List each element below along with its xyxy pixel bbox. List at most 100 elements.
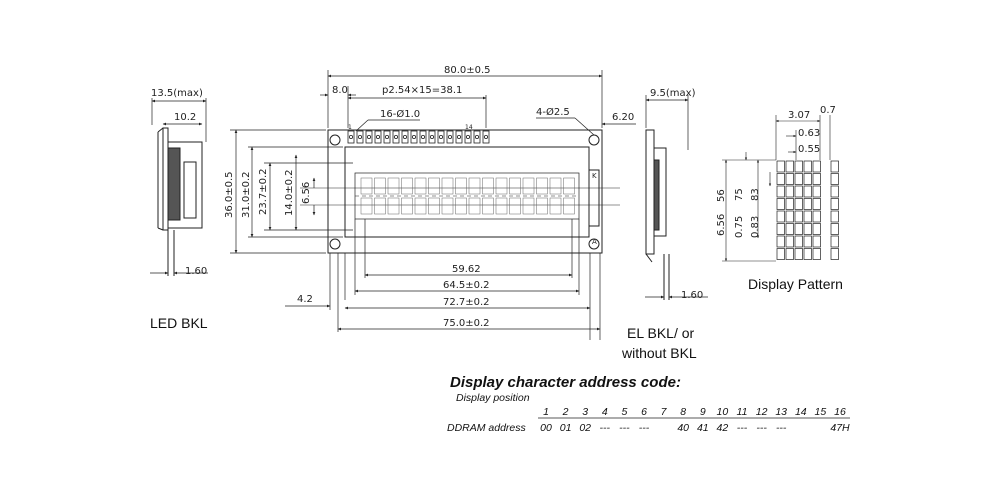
display-position-cell: 14 xyxy=(795,406,807,418)
display-position-cell: 5 xyxy=(621,406,627,418)
pattern-dot xyxy=(803,198,812,210)
right-dim-max: 9.5(max) xyxy=(650,88,696,99)
pin-first-label: 1 xyxy=(348,124,352,131)
front-dims xyxy=(230,70,636,331)
pattern-dot xyxy=(776,223,785,235)
right-dim-pin: 1.60 xyxy=(681,290,703,301)
pattern-dim-6-56: 6.56 xyxy=(716,214,727,236)
display-position-cell: 3 xyxy=(582,406,588,418)
ddram-address-cell: 02 xyxy=(579,422,591,434)
char-cell xyxy=(374,177,386,195)
pattern-dims xyxy=(722,115,831,262)
char-cell xyxy=(522,177,535,195)
pattern-dot xyxy=(803,160,812,173)
pattern-dim-0-75: 0.75 xyxy=(734,216,745,238)
ddram-address-cell: --- xyxy=(600,422,611,434)
display-position-cell: 15 xyxy=(815,406,827,418)
pattern-dot xyxy=(830,173,839,185)
address-table-title: Display character address code: xyxy=(450,374,681,391)
pattern-dot xyxy=(785,160,794,173)
display-position-label: Display position xyxy=(456,392,530,404)
pattern-dot xyxy=(812,160,821,173)
char-cell xyxy=(468,177,481,195)
pattern-dot xyxy=(776,235,785,248)
char-cell xyxy=(455,177,467,195)
pin xyxy=(347,130,355,144)
pin-hole xyxy=(474,134,479,139)
display-position-cell: 9 xyxy=(700,406,706,418)
ddram-address-cell: 41 xyxy=(697,422,709,434)
display-position-cell: 7 xyxy=(661,406,668,418)
pattern-dot xyxy=(776,248,785,260)
char-cell xyxy=(549,177,562,195)
ddram-address-cell: --- xyxy=(639,422,650,434)
dim-height-14: 14.0±0.2 xyxy=(284,169,295,216)
ddram-address-cell: 42 xyxy=(717,422,729,434)
dim-width-80: 80.0±0.5 xyxy=(444,65,491,76)
pattern-dot xyxy=(812,248,821,260)
char-cell xyxy=(563,197,575,215)
display-position-cell: 8 xyxy=(680,406,686,418)
pattern-dot xyxy=(785,198,794,210)
pattern-dot xyxy=(803,223,812,235)
left-dim-thickness: 10.2 xyxy=(174,112,196,123)
display-position-cell: 2 xyxy=(562,406,569,418)
pin-hole xyxy=(456,134,461,139)
display-position-cell: 1 xyxy=(543,406,549,418)
char-cell xyxy=(468,197,481,215)
pin-hole xyxy=(438,134,443,139)
dim-pin-count: 16-Ø1.0 xyxy=(380,108,420,120)
pattern-dot xyxy=(776,160,785,173)
pin-hole xyxy=(375,134,380,139)
pattern-dot xyxy=(830,235,839,248)
pattern-dot xyxy=(812,210,821,223)
pin xyxy=(482,130,490,144)
pattern-dim-0-7: 0.7 xyxy=(820,105,836,116)
pattern-dim-56: 56 xyxy=(716,189,727,202)
pattern-dot xyxy=(803,173,812,185)
dim-72-7: 72.7±0.2 xyxy=(443,297,490,308)
pin xyxy=(365,130,373,144)
pattern-dim-83: 83 xyxy=(750,188,761,201)
char-cell xyxy=(522,197,535,215)
pattern-dot xyxy=(776,210,785,223)
ddram-address-cell: --- xyxy=(756,422,767,434)
pin xyxy=(419,130,427,144)
dim-pin-pitch: p2.54×15=38.1 xyxy=(382,85,462,96)
pin xyxy=(356,130,364,144)
front-view xyxy=(300,129,620,340)
dim-offset-8: 8.0 xyxy=(332,85,348,96)
char-cells xyxy=(360,177,575,215)
char-cell xyxy=(428,177,440,195)
ddram-address-label: DDRAM address xyxy=(447,422,527,434)
pattern-dot xyxy=(812,185,821,198)
dim-4-2: 4.2 xyxy=(297,294,313,305)
bkl-a-label: A xyxy=(592,238,597,246)
char-cell xyxy=(455,197,467,215)
pattern-dot xyxy=(785,248,794,260)
pattern-dot xyxy=(812,223,821,235)
pattern-dot xyxy=(794,248,803,260)
display-position-cell: 6 xyxy=(641,406,647,418)
display-position-cell: 12 xyxy=(756,406,768,418)
pattern-dim-0-63: 0.63 xyxy=(798,128,820,139)
char-cell xyxy=(536,197,548,215)
pattern-dim-0-55: 0.55 xyxy=(798,144,820,155)
char-cell xyxy=(509,177,521,195)
pattern-dot xyxy=(830,210,839,223)
pin-hole xyxy=(429,134,434,139)
char-cell xyxy=(387,197,400,215)
ddram-address-cell: --- xyxy=(776,422,787,434)
pattern-dot xyxy=(803,185,812,198)
ddram-address-cell: 01 xyxy=(560,422,572,434)
pattern-dot xyxy=(776,173,785,185)
left-dim-pin: 1.60 xyxy=(185,266,207,277)
dim-height-6-56: 6.56 xyxy=(301,182,312,204)
pattern-dot xyxy=(830,185,839,198)
pattern-dot xyxy=(785,210,794,223)
pin-hole xyxy=(420,134,425,139)
ddram-address-cell: 47H xyxy=(830,422,850,434)
pattern-dot xyxy=(785,235,794,248)
